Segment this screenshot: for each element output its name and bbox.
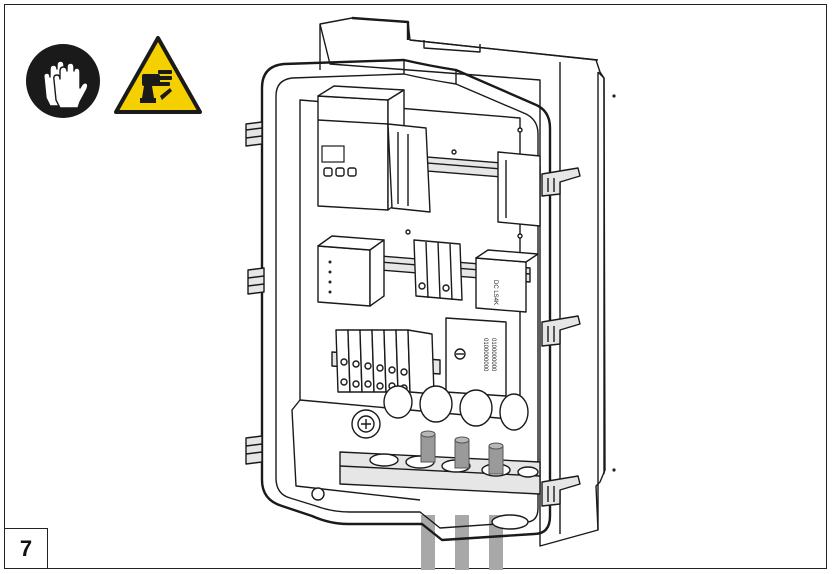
cable-exits: [421, 515, 503, 570]
left-hinges: [245, 121, 265, 465]
protective-gloves-icon: [26, 44, 100, 118]
enclosure-bottom: [311, 451, 541, 530]
energy-meter: [317, 85, 431, 213]
gland-openings: [383, 385, 529, 431]
relay-label: DC LS4K: [492, 280, 498, 305]
right-latches: [541, 167, 581, 507]
terminals: [335, 329, 435, 395]
earth-screw: [351, 409, 381, 439]
cut-hazard-warning-icon: [114, 36, 202, 114]
plate-text-2: 0100000000: [490, 338, 496, 372]
din-rail-middle: DC LS4K: [317, 235, 539, 313]
step-number: 7: [4, 528, 48, 569]
enclosure-door-frame: [260, 58, 552, 542]
plate-screws: [405, 127, 523, 239]
enclosure-body: [319, 16, 616, 547]
label-plate: 0100000000 0100000000: [445, 317, 507, 397]
plate-text-1: 0100000000: [482, 338, 488, 372]
figure-frame: [4, 4, 827, 569]
terminal-block: [331, 329, 441, 395]
cable-glands-inserted: [420, 430, 504, 475]
